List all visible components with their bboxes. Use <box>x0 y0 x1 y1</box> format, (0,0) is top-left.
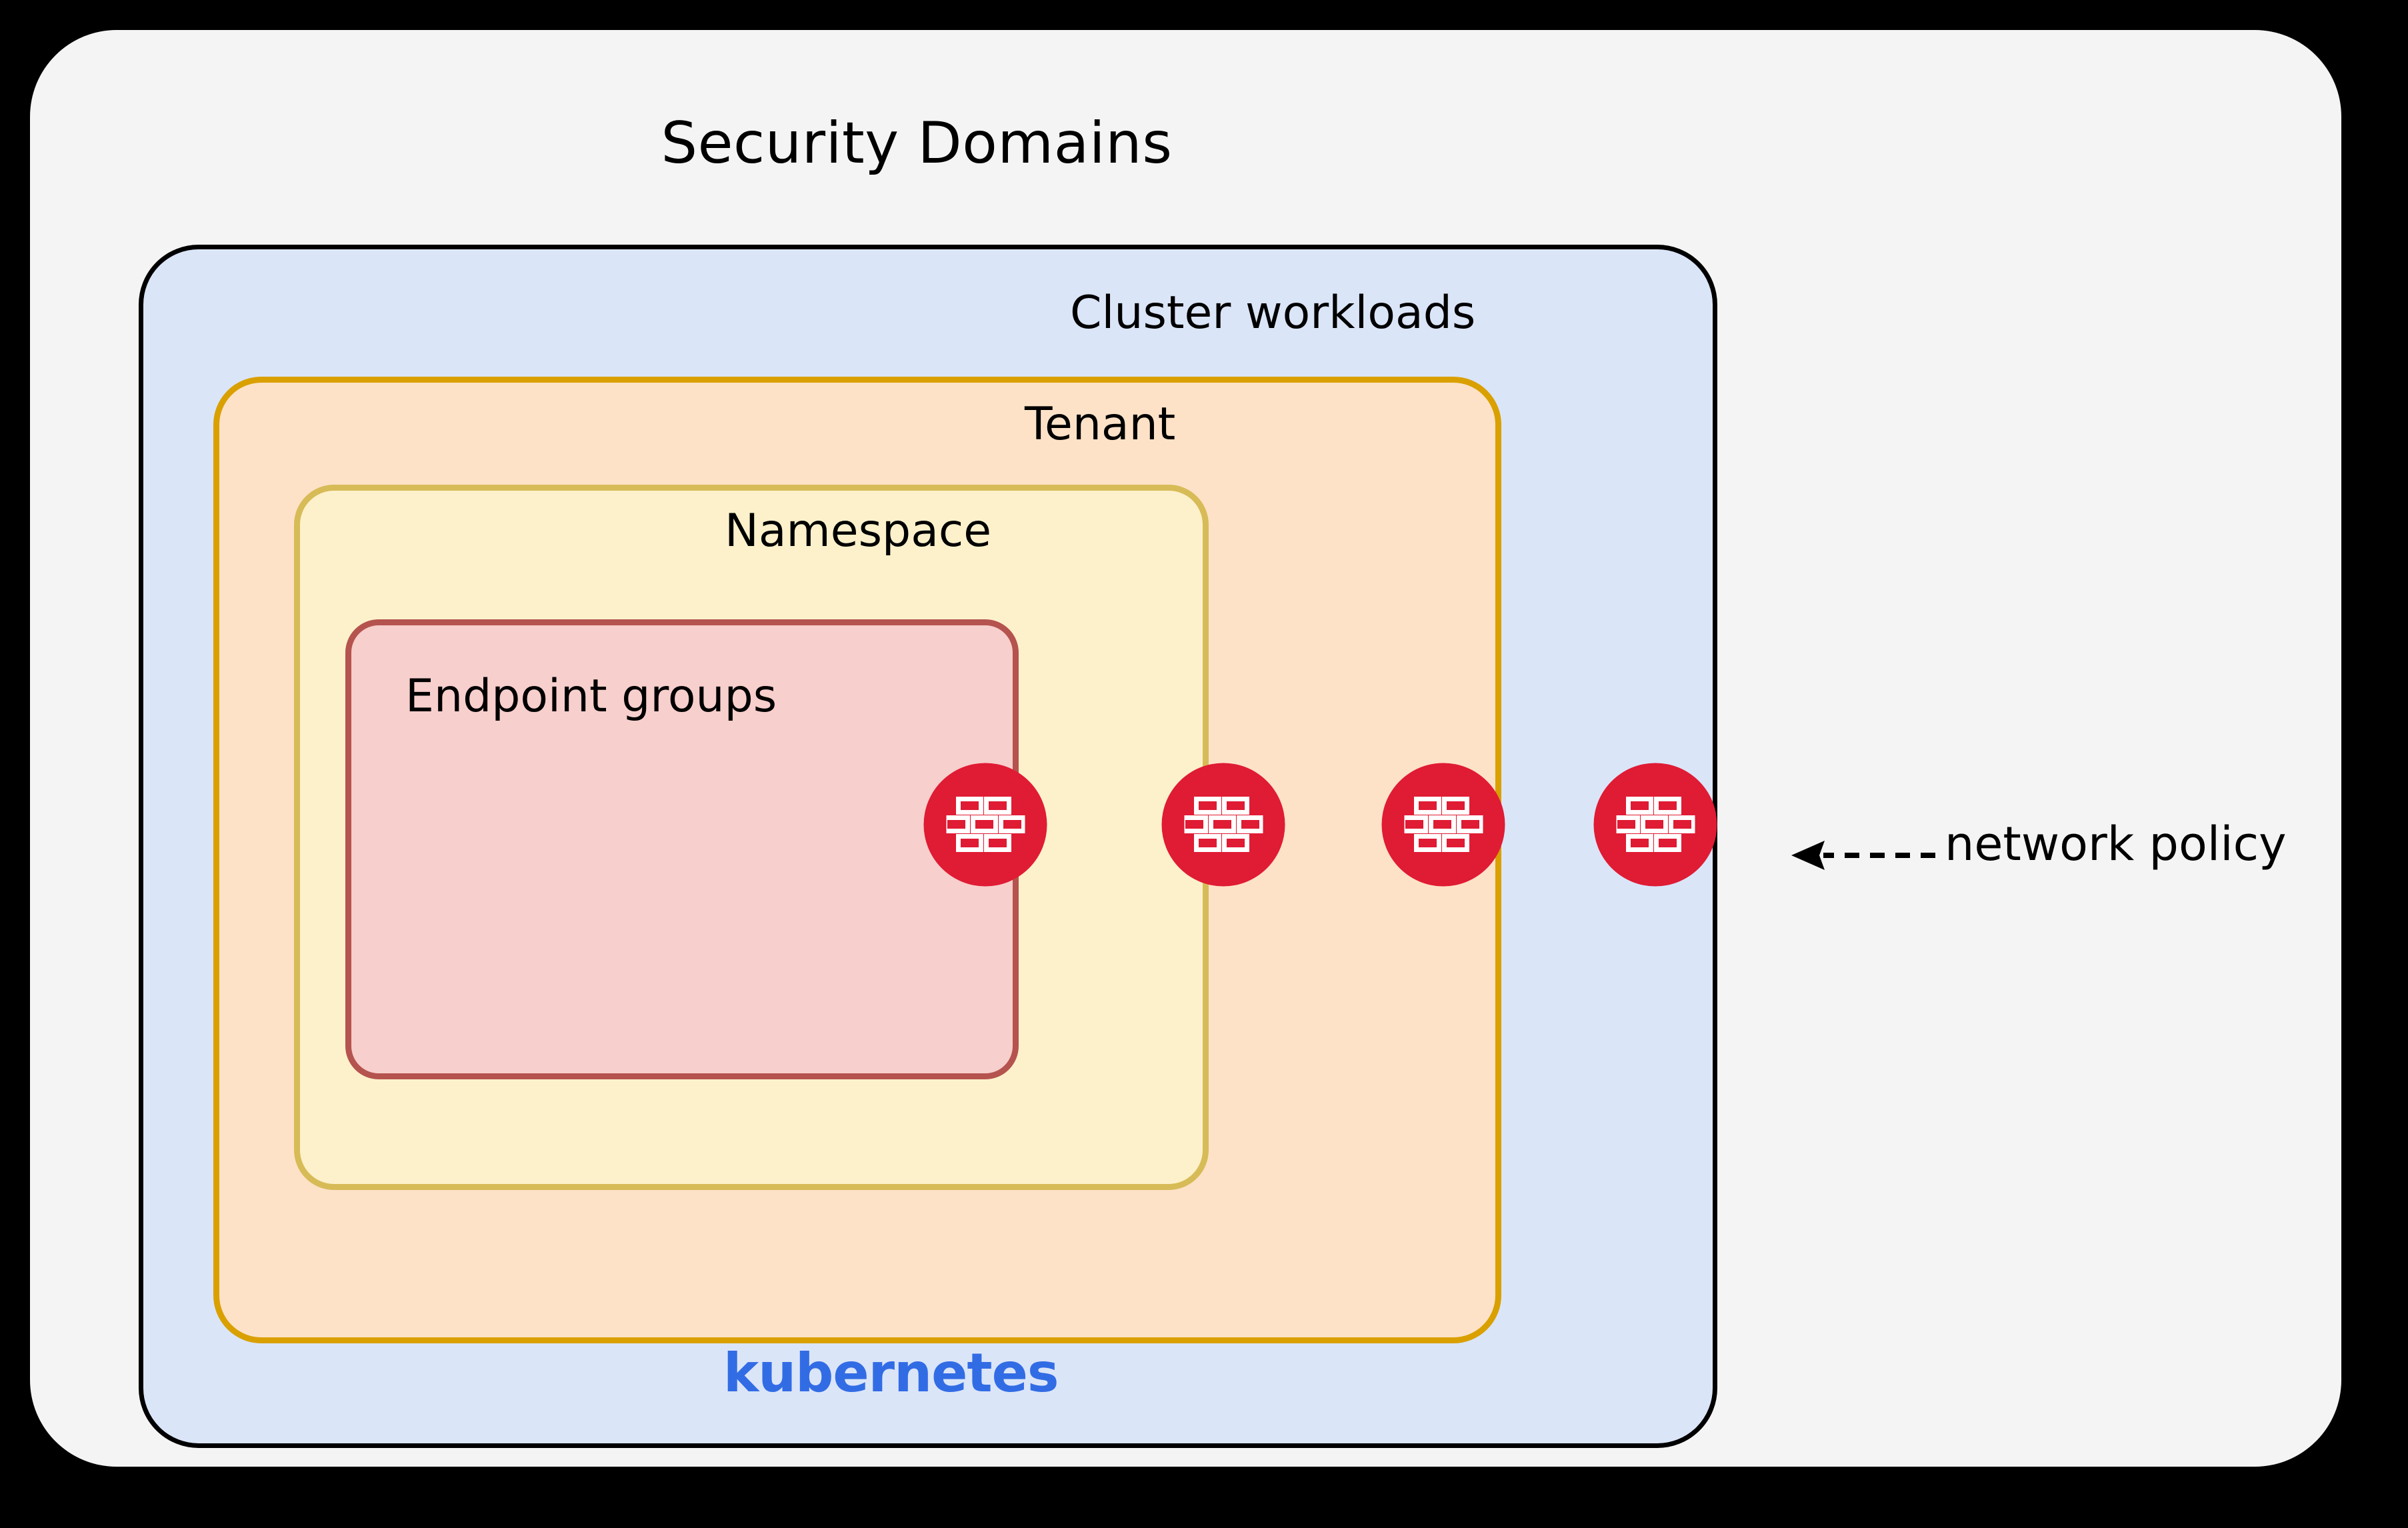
namespace-label: Namespace <box>725 505 992 557</box>
page-title: Security Domains <box>661 110 1173 177</box>
network-policy-label: network policy <box>1945 817 2287 871</box>
firewall-icon-cluster <box>1593 763 1717 887</box>
security-domains-frame: Security Domains Cluster workloads Tenan… <box>30 30 2341 1467</box>
firewall-icon-tenant <box>1381 763 1505 887</box>
network-policy-arrow-icon <box>1791 841 1935 870</box>
brick-wall-glyph <box>1616 796 1695 852</box>
brick-wall-glyph <box>1404 796 1483 852</box>
cluster-workloads-label: Cluster workloads <box>1070 287 1476 339</box>
brick-wall-glyph <box>946 796 1025 852</box>
endpoint-groups-label: Endpoint groups <box>405 670 777 723</box>
brick-wall-glyph <box>1184 796 1263 852</box>
firewall-icon-endpoint-groups <box>923 763 1047 887</box>
tenant-label: Tenant <box>1025 398 1176 451</box>
firewall-icon-namespace <box>1161 763 1285 887</box>
kubernetes-wordmark: kubernetes <box>723 1342 1059 1404</box>
